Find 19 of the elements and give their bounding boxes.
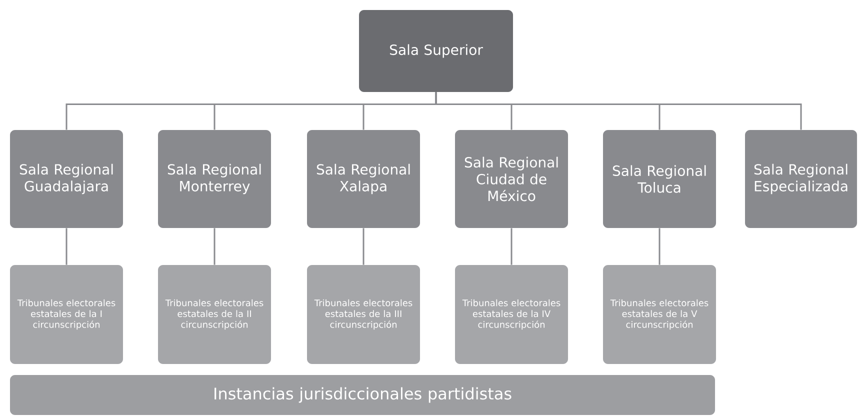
regional-box: Sala Regional Toluca — [603, 130, 716, 228]
regional-box: Sala Regional Monterrey — [158, 130, 271, 228]
regional-box: Sala Regional Guadalajara — [10, 130, 123, 228]
connector-line — [510, 228, 512, 265]
tribunal-box: Tribunales electorales estatales de la II circunscripción — [158, 265, 271, 364]
regional-box: Sala Regional Especializada — [745, 130, 858, 228]
tribunal-box: Tribunales electorales estatales de la III circunscripción — [307, 265, 420, 364]
tribunal-box: Tribunales electorales estatales de la IV circunscripción — [455, 265, 568, 364]
connector-line — [435, 92, 802, 130]
connector-line — [214, 228, 216, 265]
regional-box: Sala Regional Ciudad de México — [455, 130, 568, 228]
tribunal-box: Tribunales electorales estatales de la V circunscripción — [603, 265, 716, 364]
top-box: Sala Superior — [359, 10, 513, 92]
connector-line — [362, 228, 364, 265]
regional-box: Sala Regional Xalapa — [307, 130, 420, 228]
banner-box: Instancias jurisdiccionales partidistas — [10, 375, 716, 415]
tribunal-box: Tribunales electorales estatales de la I circunscripción — [10, 265, 123, 364]
connector-line — [66, 228, 68, 265]
connector-line — [658, 228, 660, 265]
